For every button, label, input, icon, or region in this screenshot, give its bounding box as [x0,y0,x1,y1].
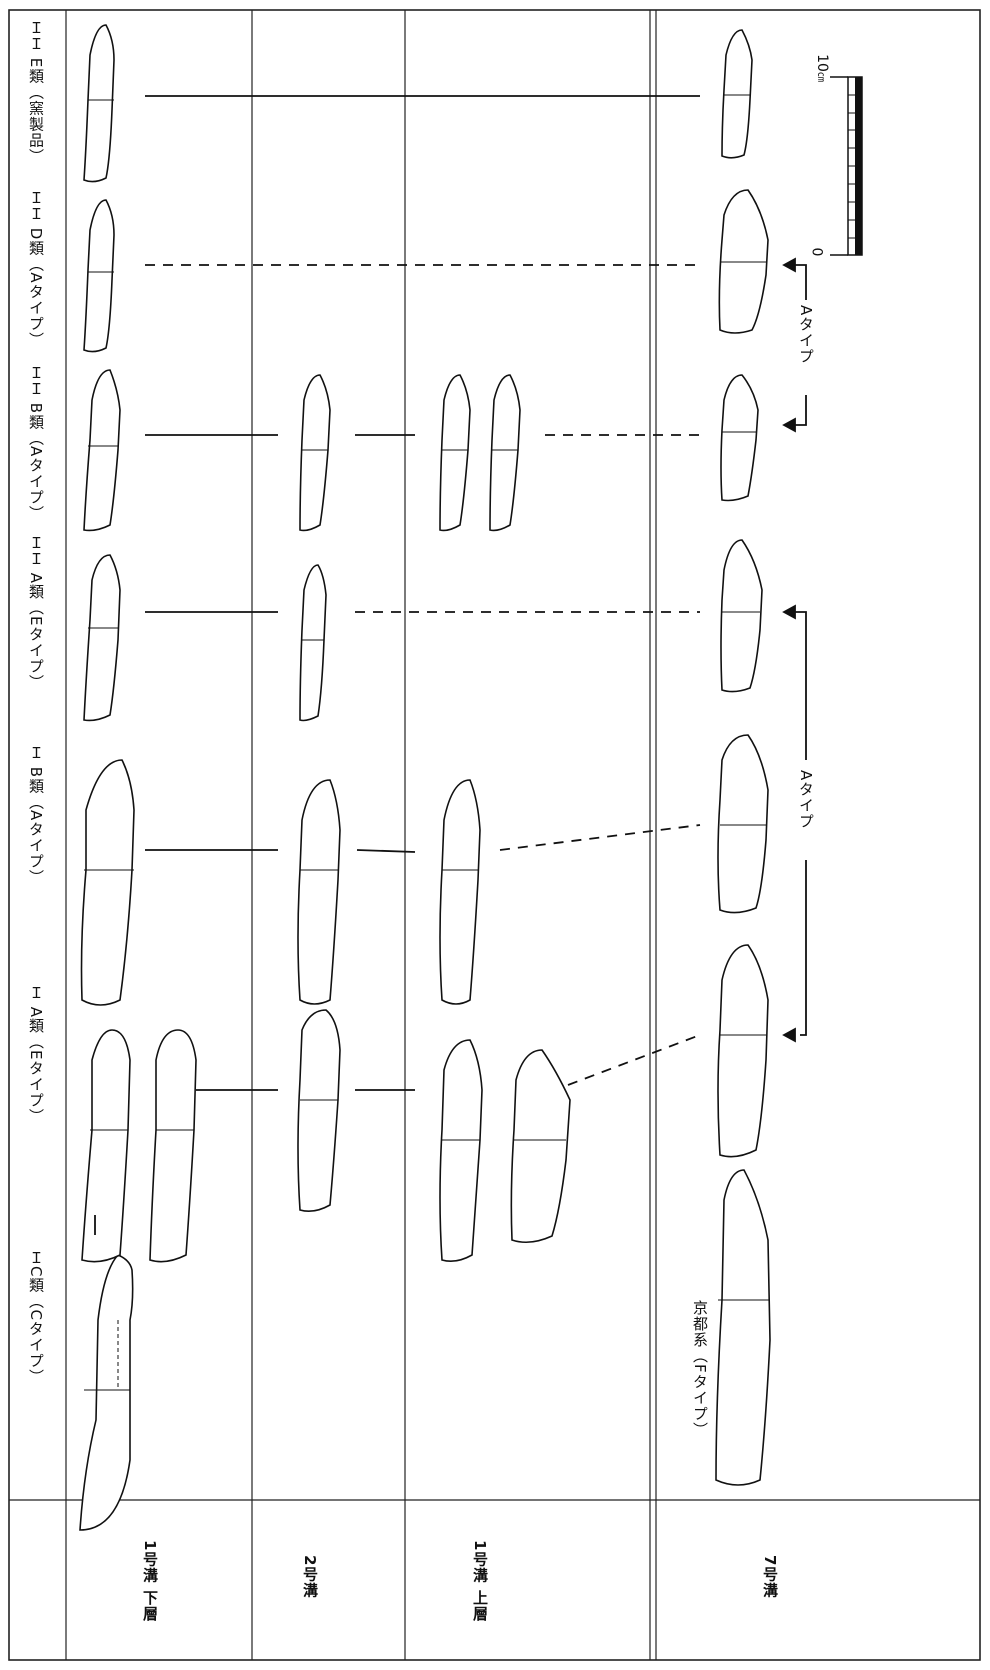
vessel-r4-kyoto [715,1169,771,1486]
vessel-r1-iia [83,554,121,722]
vessel-r4-ib [717,734,769,914]
vessel-r3-iib-1 [439,374,471,532]
column-label-ib: Ｉ B類（Aタイプ） [27,745,45,886]
row-label-r1: 1号溝 下層 [141,1540,159,1622]
vessel-drawings [79,24,771,1531]
a-type-label-left: Aタイプ [796,770,817,830]
column-label-ia: Ｉ A類（Eタイプ） [27,985,45,1125]
connector-ia-3 [567,1034,701,1086]
scale-label-ten-value: 10 [813,54,830,72]
vessel-r1-ib [80,759,135,1006]
table-grid [8,9,981,1661]
a-type-label-right: Aタイプ [796,305,817,365]
arrow-left-lower [782,1027,796,1043]
column-label-ic: ＩC類（Cタイプ） [27,1250,45,1385]
vessel-r3-ib [439,779,481,1005]
vessel-r1-iib [83,369,121,532]
connectors [94,95,701,1235]
connector-ib-2 [356,849,416,853]
arrow-right-upper [782,257,796,273]
vessel-r2-iib [299,374,331,532]
scale-label-ten: 10㎝ [814,54,830,82]
kyoto-type-label: 京都系（Fタイプ） [691,1300,709,1438]
bracket-left-upper [790,611,807,760]
arrow-left-upper [782,604,796,620]
vessel-r3-ia-2 [510,1049,571,1244]
vessel-r1-ic [79,1254,134,1531]
column-label-iie: ＩＩ E類（窯製品） [27,20,45,165]
vessel-r1-iid [83,199,115,353]
vessel-r1-iie [83,24,115,183]
column-label-iia: ＩＩ A類（Eタイプ） [27,535,45,691]
row-label-r4: 7号溝 [761,1555,779,1599]
scale-label-unit: ㎝ [814,71,826,82]
vessel-r4-iia [720,539,763,693]
scale-label-zero: 0 [808,247,825,257]
column-label-iib: ＩＩ B類（Aタイプ） [27,365,45,522]
vessel-r4-iid [718,189,769,334]
vessel-r4-iie [721,29,753,159]
vessel-r4-ia [717,944,769,1158]
row-label-r2: 2号溝 [301,1555,319,1599]
a-type-brackets [782,257,807,1043]
vessel-r1-ia-2 [149,1029,197,1263]
vessel-r3-iib-2 [489,374,521,532]
vessel-r1-ia-1 [81,1029,131,1263]
vessel-r3-ia-1 [439,1039,483,1262]
row-label-r3: 1号溝 上層 [471,1540,489,1622]
vessel-r2-iia [299,564,327,722]
arrow-right-lower [782,417,796,433]
connector-ib-3 [499,824,701,851]
vessel-r2-ib [297,779,341,1005]
vessel-r4-iib [720,374,759,502]
vessel-r2-ia [297,1009,341,1212]
bracket-left-lower [800,860,807,1036]
scale-bar [830,76,863,256]
column-label-iid: ＩＩ D類（Aタイプ） [27,190,45,348]
